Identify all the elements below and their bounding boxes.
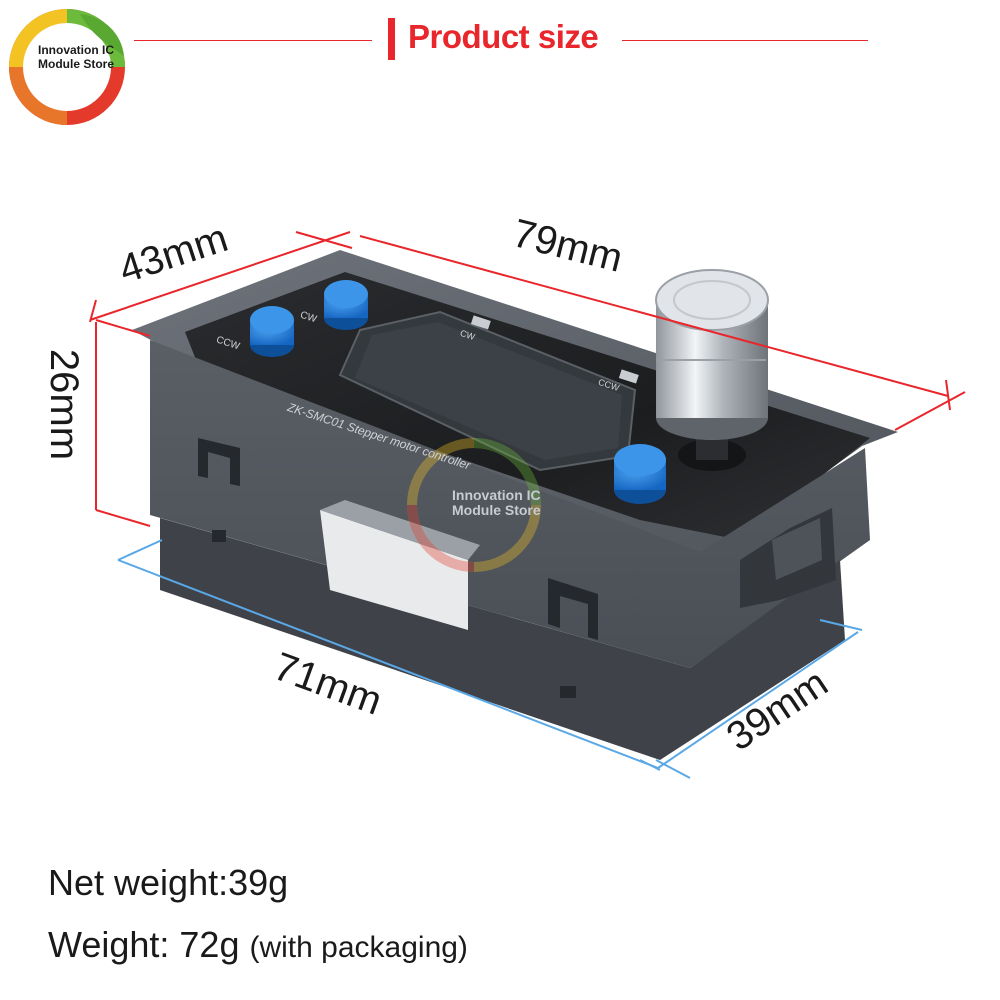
confirm-button[interactable] [614,444,666,504]
page-title: Product size [408,18,599,55]
logo-line-1: Innovation IC [38,43,114,57]
rotary-knob[interactable] [655,269,769,471]
net-weight: Net weight:39g [48,862,289,903]
watermark-line-2: Module Store [452,502,541,518]
logo-text: Innovation IC Module Store [38,43,114,71]
device-lcd-module-edge [320,510,468,630]
header-line-left [134,40,372,41]
cw-button[interactable] [324,280,368,330]
device-front-bezel [150,340,870,668]
leaf-logo-icon [9,9,125,125]
title-accent-bar [388,18,395,60]
dim-height: 26mm [42,348,87,461]
ccw-button[interactable] [250,306,294,357]
watermark-text: Innovation IC Module Store [452,488,541,518]
watermark-line-1: Innovation IC [452,487,541,503]
gross-weight-note: (with packaging) [249,931,468,964]
logo-line-2: Module Store [38,57,115,71]
header-line-right [622,40,868,41]
gross-weight-value: Weight: 72g [48,924,240,965]
watermark-logo-icon [407,438,541,572]
gross-weight: Weight: 72g (with packaging) [48,924,468,966]
